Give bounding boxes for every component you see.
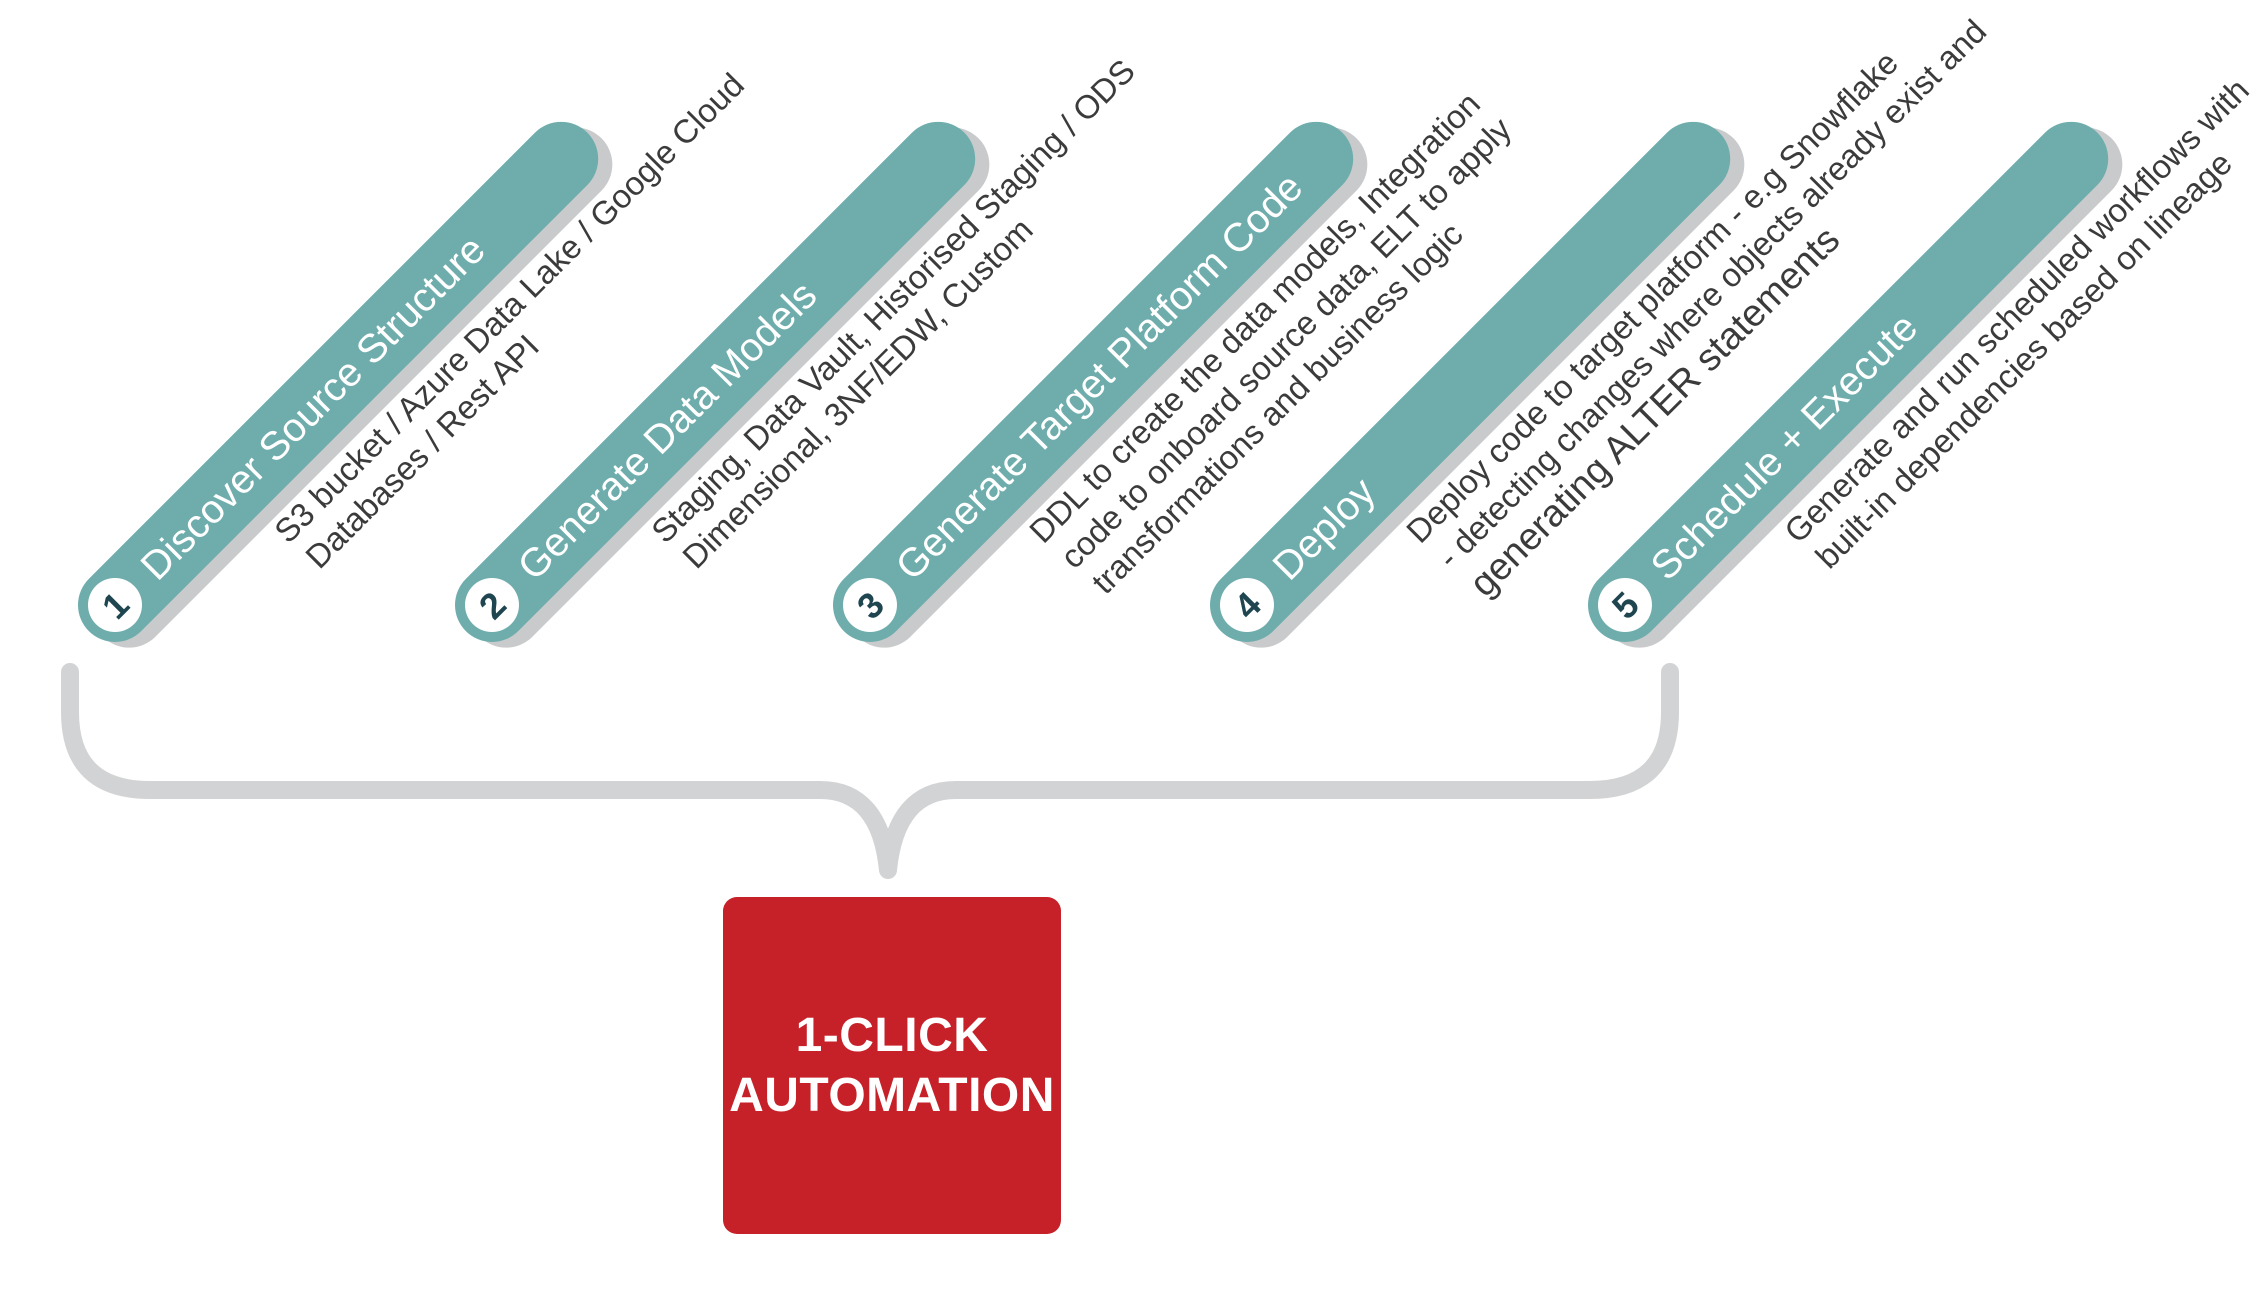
bracket-connector [61,663,1679,879]
automation-line-2: AUTOMATION [729,1068,1055,1122]
step-pill [1588,121,2109,642]
step-pill [78,121,599,642]
one-click-automation-box: 1-CLICK AUTOMATION [723,897,1061,1234]
step-number-badge [1598,578,1652,632]
step-number-badge [88,578,142,632]
step-pill [455,121,976,642]
step-number-badge [465,578,519,632]
step-number-badge [1220,578,1274,632]
automation-line-1: 1-CLICK [795,1008,989,1062]
step-pill [832,121,1354,642]
step-number-badge [843,578,897,632]
step-pill [1210,121,1731,642]
